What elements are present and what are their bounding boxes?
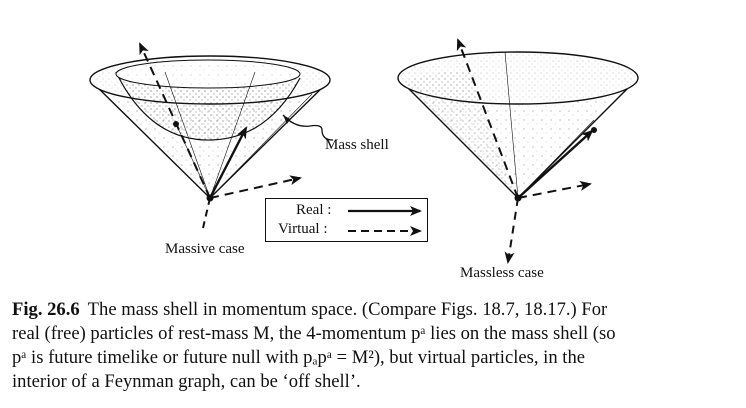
figure-number: Fig. 26.6: [12, 299, 80, 320]
figure-drawing: [89, 38, 639, 264]
caption-line-3: pᵃ is future timelike or future null wit…: [12, 347, 586, 368]
massless-cone: [397, 38, 639, 264]
massive-case-label: Massive case: [165, 241, 245, 257]
legend-real-label: Real :: [296, 202, 332, 218]
massless-case-label: Massless case: [460, 265, 544, 281]
figure: Real : Virtual : Mass shell Massive case…: [89, 38, 639, 281]
caption-line-2: real (free) particles of rest-mass M, th…: [12, 323, 616, 344]
massive-cone: [89, 42, 331, 229]
caption-line-4: interior of a Feynman graph, can be ‘off…: [12, 371, 361, 392]
legend-box: Real : Virtual :: [265, 198, 428, 242]
legend-virtual-label: Virtual :: [278, 221, 328, 237]
mass-shell-label: Mass shell: [325, 137, 389, 153]
mass-shell-pointer: [282, 114, 334, 141]
